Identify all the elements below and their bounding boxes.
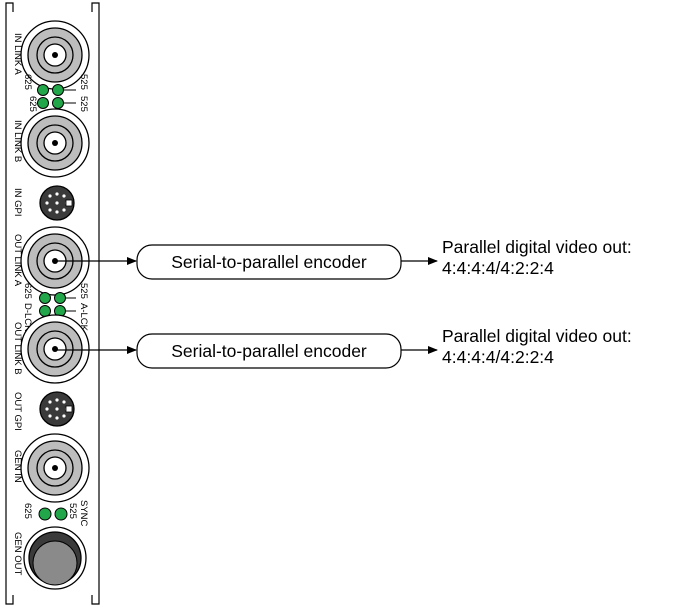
out-gpi-label: OUT GPI bbox=[12, 392, 23, 431]
out-led-d-lck: D-LCK bbox=[22, 303, 33, 332]
output-a-line1: Parallel digital video out: bbox=[442, 237, 632, 257]
encoder-a-label: Serial-to-parallel encoder bbox=[171, 252, 367, 272]
panel-outline bbox=[5, 2, 100, 605]
sync-led-group bbox=[38, 507, 68, 521]
in-gpi-connector[interactable] bbox=[39, 185, 75, 221]
in-led-625-bottom: 625 bbox=[27, 96, 38, 112]
out-link-a-label: OUT LINK A bbox=[12, 234, 23, 287]
encoder-a-box bbox=[136, 244, 402, 280]
out-led-525: 525 bbox=[78, 283, 89, 299]
output-b-line2: 4:4:4:4/4:2:2:4 bbox=[442, 347, 554, 367]
in-gpi-label: IN GPI bbox=[12, 188, 23, 217]
in-link-b-connector[interactable] bbox=[20, 108, 90, 178]
in-led-525-bottom: 525 bbox=[78, 96, 89, 112]
in-link-a-connector[interactable] bbox=[20, 20, 90, 90]
gen-out-label: GEN OUT bbox=[12, 532, 23, 575]
out-led-group bbox=[39, 292, 76, 317]
out-led-625: 625 bbox=[22, 283, 33, 299]
sync-label: SYNC bbox=[78, 500, 89, 527]
encoder-b-label: Serial-to-parallel encoder bbox=[171, 341, 367, 361]
gen-in-label: GEN IN bbox=[12, 450, 23, 483]
out-link-b-label: OUT LINK B bbox=[12, 322, 23, 375]
sync-led-625: 625 bbox=[22, 503, 33, 519]
in-led-group bbox=[37, 84, 76, 109]
sync-led-525: 525 bbox=[67, 503, 78, 519]
in-led-625-top: 625 bbox=[22, 74, 33, 90]
output-a-line2: 4:4:4:4/4:2:2:4 bbox=[442, 258, 554, 278]
gen-out-connector[interactable] bbox=[23, 526, 87, 590]
output-b-line1: Parallel digital video out: bbox=[442, 326, 632, 346]
in-link-b-label: IN LINK B bbox=[12, 120, 23, 162]
out-gpi-connector[interactable] bbox=[39, 391, 75, 427]
gen-in-connector[interactable] bbox=[20, 433, 90, 503]
in-link-a-label: IN LINK A bbox=[12, 33, 23, 75]
out-led-a-lck: A-LCK bbox=[78, 303, 89, 332]
in-led-525-top: 525 bbox=[78, 74, 89, 90]
encoder-b-box bbox=[136, 333, 402, 369]
out-link-b-connector[interactable] bbox=[20, 314, 90, 384]
